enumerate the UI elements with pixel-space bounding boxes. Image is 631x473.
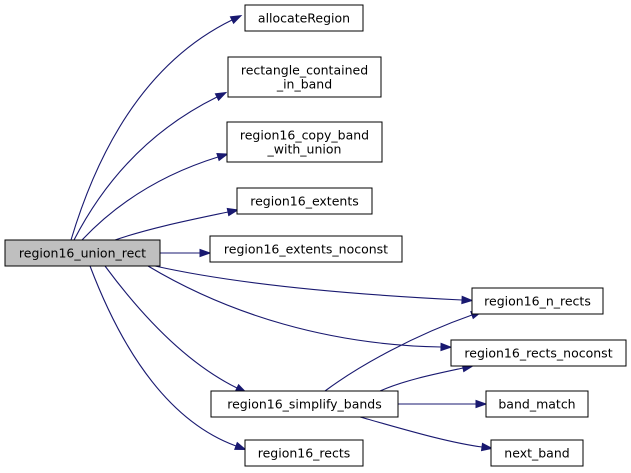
arrowhead-icon	[216, 153, 229, 162]
node-box[interactable]	[471, 287, 604, 315]
edge-simplify_bands-to-next_band	[359, 416, 494, 452]
arrowhead-icon	[214, 91, 228, 102]
edge-root-to-simplify_bands	[104, 265, 248, 394]
node-label: band_match	[498, 397, 575, 412]
node-rects[interactable]: region16_rects	[244, 439, 364, 467]
node-label: region16_rects	[258, 446, 351, 461]
node-label: rectangle_contained	[241, 63, 368, 78]
node-box[interactable]	[227, 56, 382, 98]
arrowhead-icon	[440, 342, 453, 352]
node-label: _with_union	[267, 142, 342, 157]
node-simplify-bands[interactable]: region16_simplify_bands	[210, 390, 399, 418]
edge-line	[154, 265, 463, 301]
edge-line	[147, 265, 442, 348]
edge-line	[379, 367, 464, 392]
edge-line	[104, 265, 238, 389]
node-extents[interactable]: region16_extents	[236, 187, 373, 215]
edge-root-to-extents_noconst	[160, 248, 212, 258]
edge-root-to-allocateRegion	[70, 14, 243, 241]
edge-root-to-copy_band	[81, 153, 229, 241]
node-label: region16_extents_noconst	[224, 242, 388, 257]
node-box[interactable]	[236, 187, 373, 215]
edge-line	[73, 96, 218, 241]
node-box[interactable]	[4, 239, 161, 267]
node-band-match[interactable]: band_match	[485, 390, 589, 418]
node-n-rects[interactable]: region16_n_rects	[471, 287, 604, 315]
node-label: region16_extents	[250, 194, 358, 209]
node-label: region16_copy_band	[240, 128, 369, 143]
edge-simplify_bands-to-band_match	[398, 399, 488, 409]
arrowhead-icon	[480, 442, 494, 452]
edge-line	[70, 19, 233, 241]
node-label: region16_n_rects	[484, 294, 591, 309]
edge-line	[81, 156, 219, 241]
node-label: allocateRegion	[258, 11, 350, 26]
node-copy-band[interactable]: region16_copy_band_with_union	[226, 121, 383, 163]
node-label: region16_union_rect	[19, 246, 146, 261]
arrowhead-icon	[475, 399, 488, 409]
edge-line	[89, 265, 237, 447]
node-box[interactable]	[244, 4, 364, 32]
node-extents-noconst[interactable]: region16_extents_noconst	[209, 235, 403, 263]
edge-root-to-rects	[89, 265, 247, 450]
node-box[interactable]	[210, 390, 399, 418]
node-next-band[interactable]: next_band	[490, 439, 584, 467]
nodes-layer: region16_union_rect allocateRegion rectang…	[4, 4, 627, 467]
node-label: next_band	[504, 446, 569, 461]
edge-root-to-rectangle_contained	[73, 91, 228, 241]
arrowhead-icon	[234, 441, 247, 450]
edges-layer	[70, 14, 494, 452]
node-box[interactable]	[450, 339, 627, 367]
edge-root-to-extents	[114, 207, 240, 241]
node-label: region16_rects_noconst	[464, 346, 612, 361]
edge-line	[324, 314, 473, 392]
node-allocateRegion[interactable]: allocateRegion	[244, 4, 364, 32]
node-box[interactable]	[209, 235, 403, 263]
node-root[interactable]: region16_union_rect	[4, 239, 161, 267]
node-box[interactable]	[490, 439, 584, 467]
node-rects-noconst[interactable]: region16_rects_noconst	[450, 339, 627, 367]
edge-line	[359, 416, 483, 448]
arrowhead-icon	[461, 295, 474, 305]
node-rectangle-contained[interactable]: rectangle_contained_in_band	[227, 56, 382, 98]
edge-root-to-n_rects	[154, 265, 474, 305]
node-box[interactable]	[226, 121, 383, 163]
arrowhead-icon	[229, 14, 243, 25]
edge-simplify_bands-to-rects_noconst	[379, 363, 475, 392]
edge-root-to-rects_noconst	[147, 265, 453, 352]
node-box[interactable]	[485, 390, 589, 418]
edge-line	[114, 211, 229, 241]
node-label: _in_band	[276, 77, 332, 92]
node-label: region16_simplify_bands	[227, 397, 382, 412]
node-box[interactable]	[244, 439, 364, 467]
arrowhead-icon	[226, 207, 240, 217]
arrowhead-icon	[199, 248, 212, 258]
